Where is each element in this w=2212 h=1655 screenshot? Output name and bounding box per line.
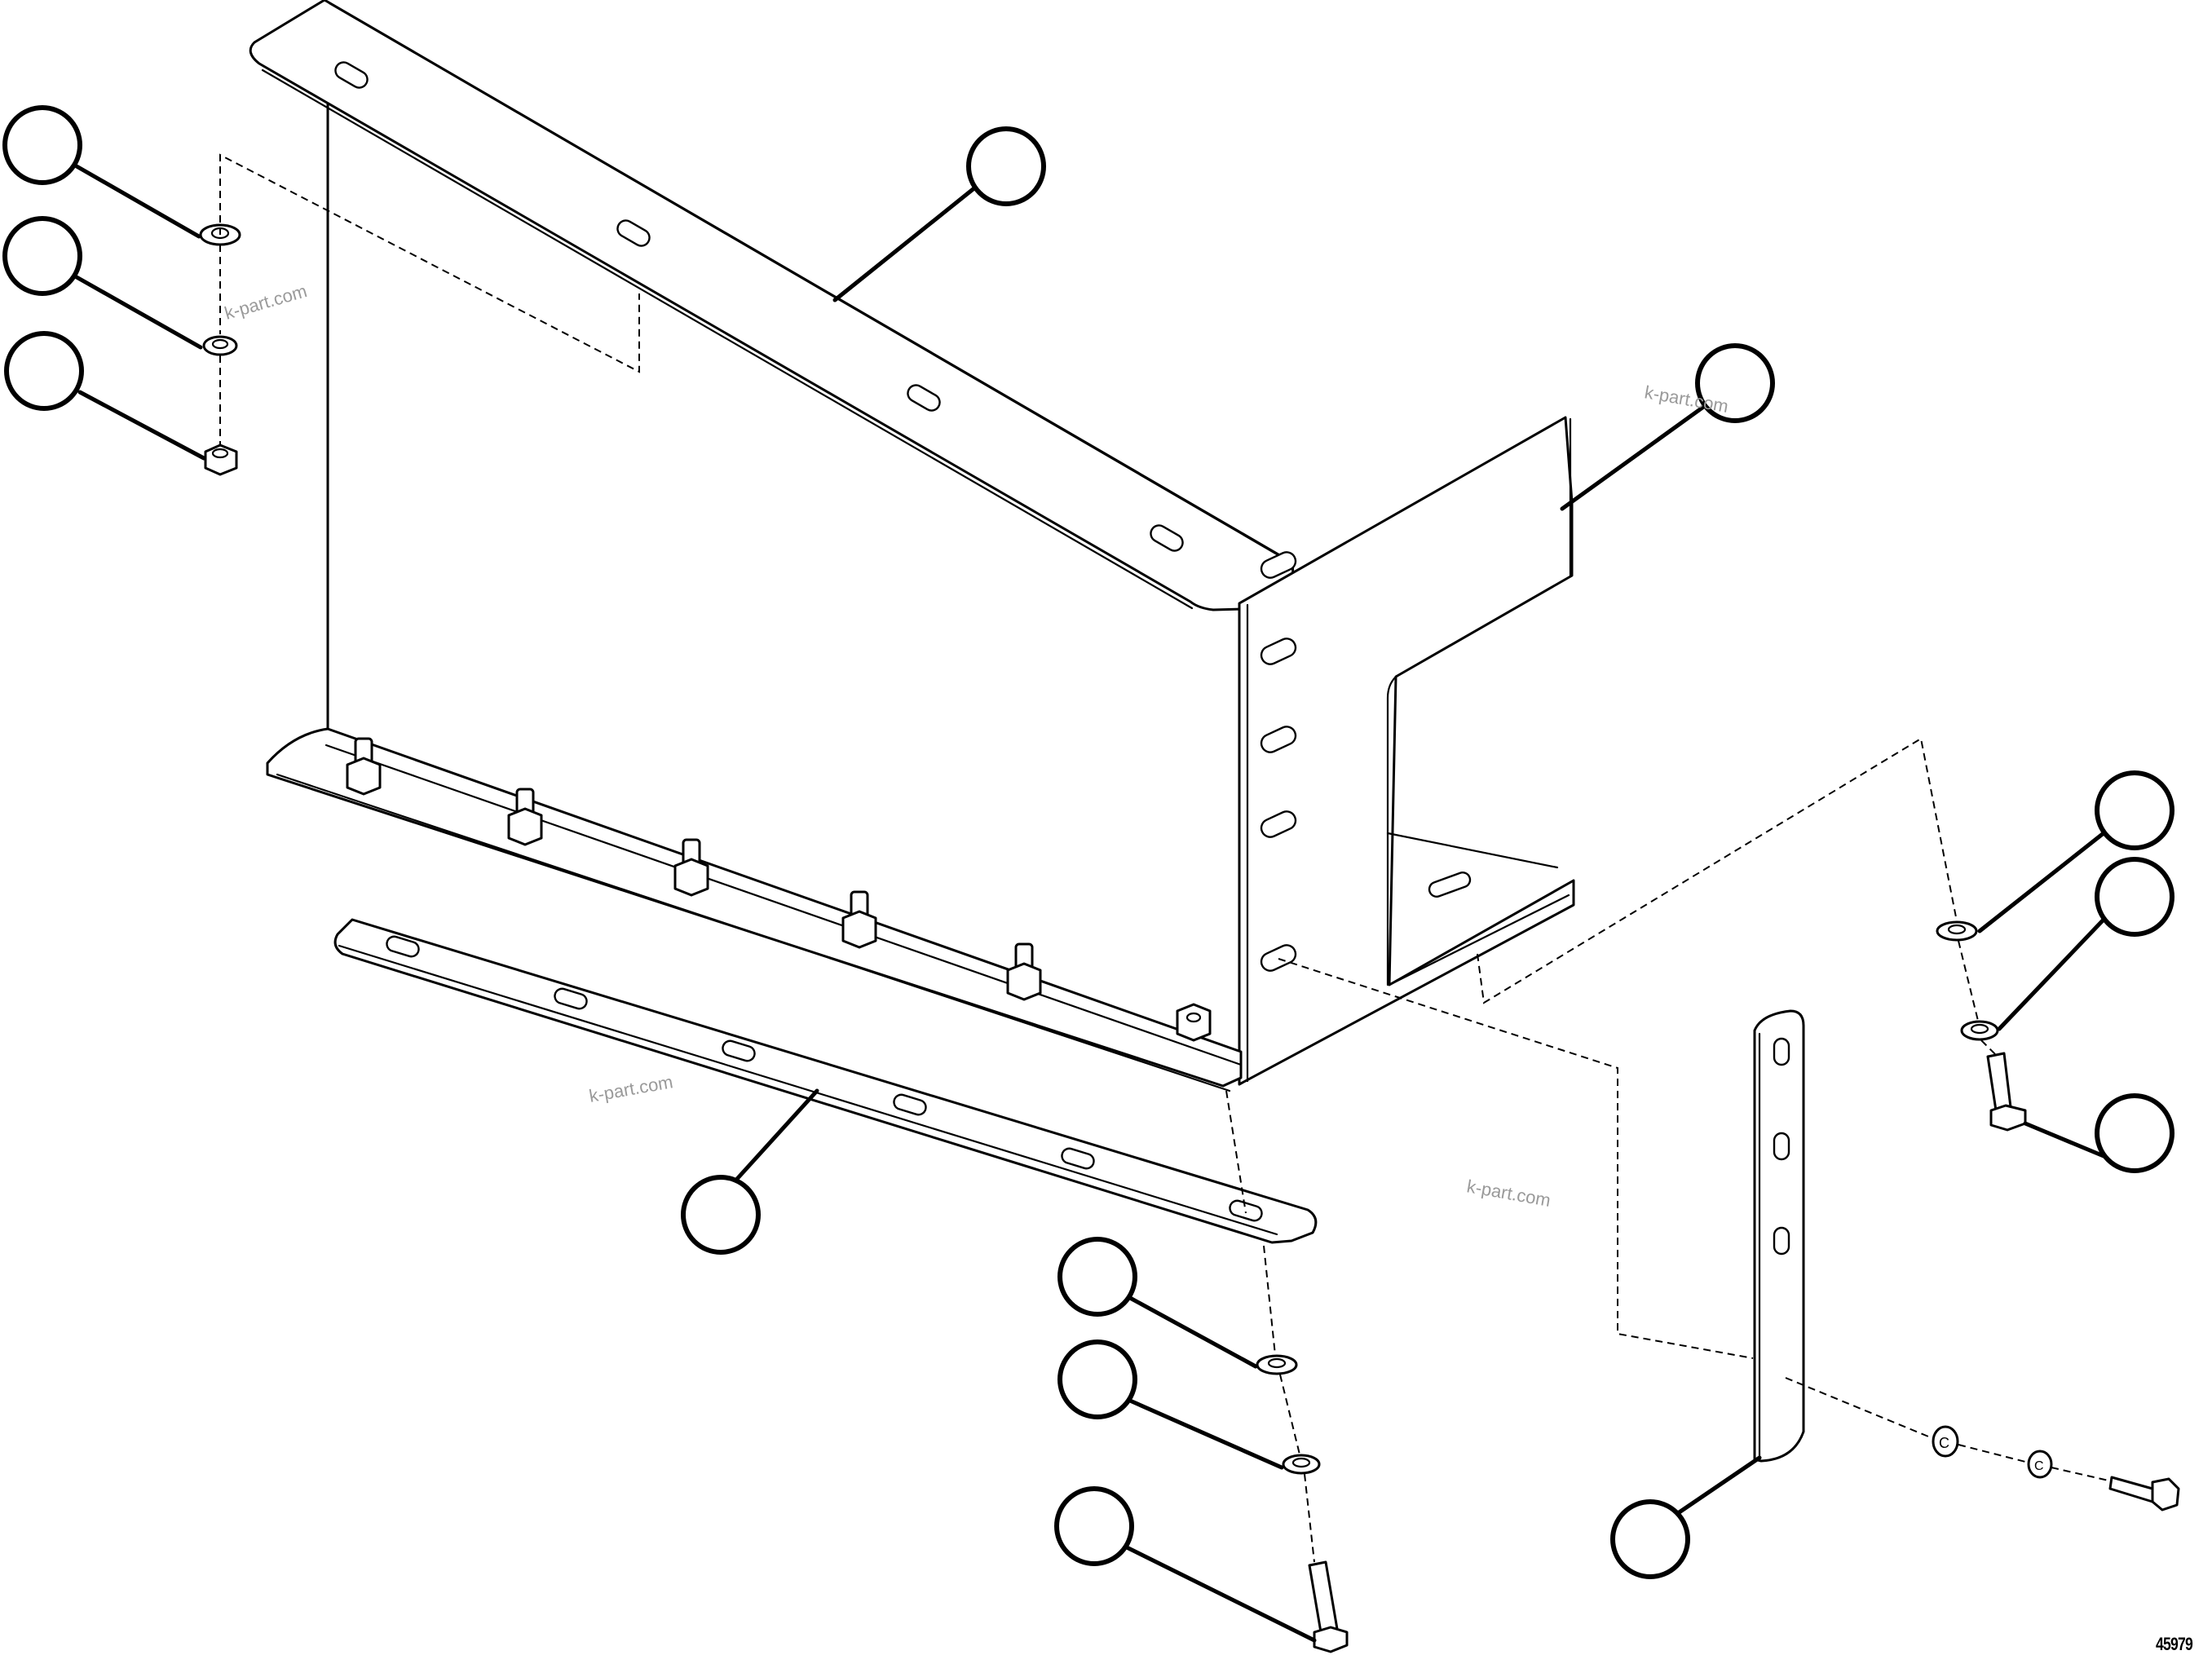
- bottom-strap-slot: [554, 987, 588, 1010]
- callout-bubbles: [2, 105, 2174, 1579]
- callout-top-left-2[interactable]: [2, 216, 82, 296]
- top-strap-slot: [616, 219, 651, 247]
- flat-washer-right: [1936, 920, 1978, 942]
- bottom-strap-slot: [1229, 1199, 1263, 1222]
- callout-top-strap[interactable]: [966, 126, 1046, 206]
- bolt-right: [1986, 1052, 2027, 1132]
- figure-number: 45979: [2156, 1634, 2193, 1654]
- callout-leaders: [74, 164, 2106, 1643]
- bottom-strap-slot: [722, 1039, 756, 1062]
- bottom-strap-slot: [1061, 1147, 1095, 1170]
- flat-washer-bottom: [1256, 1354, 1298, 1375]
- side-panel-shelf-slot: [1428, 871, 1472, 898]
- watermark: k-part.com: [588, 1071, 675, 1106]
- bolt-lower-right: [2108, 1476, 2180, 1512]
- callout-right-1[interactable]: [2095, 770, 2174, 850]
- top-strap-slot: [1150, 524, 1184, 552]
- hex-nut: [1176, 1003, 1212, 1042]
- vertical-strap-slot: [1773, 1037, 1790, 1066]
- callout-top-left-3[interactable]: [4, 331, 84, 411]
- callout-side-panel[interactable]: [1695, 343, 1775, 423]
- hex-nut-upper-left: [204, 444, 238, 476]
- flat-washer-lower-right: C: [1932, 1425, 1959, 1458]
- callout-right-3[interactable]: [2095, 1093, 2174, 1173]
- bottom-strap-slot: [386, 935, 420, 958]
- assembly-lines: [219, 153, 2109, 1563]
- callout-bottom-strap[interactable]: [681, 1175, 761, 1255]
- lock-washer-upper-left: [202, 335, 238, 356]
- callout-vertical-strap[interactable]: [1610, 1499, 1690, 1579]
- side-panel-slot: [1260, 726, 1297, 753]
- callout-bottom-2[interactable]: [1057, 1339, 1137, 1419]
- side-panel-slot: [1260, 638, 1297, 665]
- lock-washer-lower-right: C: [2027, 1450, 2053, 1479]
- hex-stud: [841, 890, 877, 949]
- watermark: k-part.com: [1465, 1176, 1552, 1211]
- bottom-strap-slot: [893, 1093, 927, 1116]
- callout-bottom-3[interactable]: [1054, 1486, 1134, 1566]
- side-bracket-panel: [1238, 416, 1575, 1086]
- bottom-strap: [333, 918, 1318, 1244]
- top-strap-slot: [907, 384, 941, 412]
- vertical-strap-slot: [1773, 1226, 1790, 1256]
- svg-text:C: C: [2034, 1459, 2044, 1473]
- hex-stud: [507, 788, 543, 846]
- vertical-strap: [1753, 1009, 1805, 1463]
- lock-washer-right: [1960, 1020, 1999, 1041]
- side-panel-slot: [1260, 551, 1297, 579]
- callout-right-2[interactable]: [2095, 857, 2174, 937]
- side-panel-slot: [1260, 810, 1297, 838]
- lock-washer-bottom: [1282, 1454, 1321, 1475]
- hex-stud: [346, 737, 382, 796]
- bolt-bottom: [1308, 1560, 1349, 1653]
- bottom-flange-with-studs: [266, 727, 1243, 1092]
- side-panel-slot: [1260, 944, 1297, 972]
- watermark: k-part.com: [222, 280, 309, 324]
- callout-bottom-1[interactable]: [1057, 1237, 1137, 1317]
- top-strap-slot: [334, 61, 369, 89]
- svg-text:C: C: [1939, 1435, 1949, 1451]
- vertical-strap-slot: [1773, 1132, 1790, 1161]
- hex-stud: [1006, 942, 1042, 1001]
- hex-stud: [673, 838, 709, 897]
- callout-top-left-1[interactable]: [2, 105, 82, 185]
